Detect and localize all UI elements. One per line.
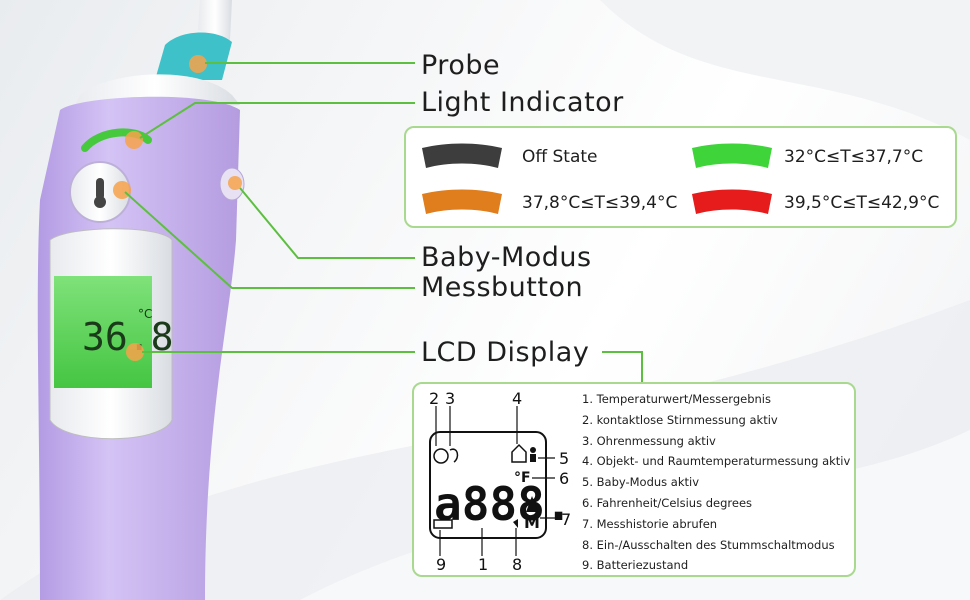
unit-glyph: °F [514, 470, 531, 486]
lcd-function-list: 1. Temperaturwert/Messergebnis 2. kontak… [582, 389, 850, 576]
list-item: 4. Objekt- und Raumtemperaturmessung akt… [582, 454, 851, 469]
list-item: 8. Ein-/Ausschalten des Stummschaltmodus [582, 537, 835, 552]
baby-dot [228, 176, 242, 190]
light-dot [125, 131, 143, 149]
lcd-display-label: LCD Display [421, 337, 590, 368]
off-state-icon [422, 143, 502, 168]
callout-number-9: 9 [436, 555, 447, 574]
list-item: 3. Ohrenmessung aktiv [582, 433, 716, 448]
light-legend: Off State 32°C≤T≤37,7°C 37,8°C≤T≤39,4°C … [404, 126, 957, 228]
list-item: 1. Temperaturwert/Messergebnis [582, 392, 771, 406]
baby-modus-label: Baby-Modus [421, 242, 592, 273]
list-item: 6. Fahrenheit/Celsius degrees [582, 495, 753, 510]
list-item: 7. Messhistorie abrufen [582, 516, 718, 531]
lcd-diagram-digits: a888. [434, 477, 572, 531]
home-icon [511, 443, 527, 463]
baby-icon [530, 447, 536, 453]
probe-tip [198, 0, 232, 40]
probe-label: Probe [421, 50, 501, 81]
callout-number-1: 1 [478, 555, 489, 574]
callout-number-8: 8 [512, 555, 523, 574]
memory-glyph: M [524, 513, 540, 532]
callout-number-3: 3 [445, 389, 456, 408]
legend-item-red: 39,5°C≤T≤42,9°C [688, 188, 939, 218]
list-item: 2. kontaktlose Stirnmessung aktiv [582, 412, 778, 427]
speaker-icon [513, 519, 518, 528]
light-indicator-label: Light Indicator [421, 87, 624, 118]
probe-dot [189, 55, 207, 73]
green-light-icon [692, 143, 772, 168]
legend-item-orange: 37,8°C≤T≤39,4°C [418, 188, 677, 218]
light-indicator [81, 128, 152, 152]
svg-text:°C: °C [138, 307, 152, 321]
callout-number-5: 5 [559, 449, 570, 468]
callout-number-6: 6 [559, 469, 570, 488]
messbutton-label: Messbutton [421, 272, 584, 303]
lcd-diagram-box [412, 382, 856, 577]
lcd-diagram: a888. °F M [429, 406, 572, 556]
legend-item-off: Off State [418, 142, 598, 172]
lcd-frame [429, 431, 547, 539]
thermometer-device: 36.8 °C [37, 0, 245, 600]
callout-number-7: 7 [561, 510, 572, 529]
device-lcd-screen [54, 276, 152, 388]
red-light-icon [692, 189, 772, 214]
callout-number-4: 4 [512, 389, 523, 408]
callout-number-2: 2 [429, 389, 440, 408]
list-item: 5. Baby-Modus aktiv [582, 475, 700, 490]
battery-icon [433, 519, 453, 529]
lcd-dot [126, 343, 144, 361]
orange-light-icon [422, 189, 502, 214]
legend-item-green: 32°C≤T≤37,7°C [688, 142, 923, 172]
list-item: 9. Batteriezustand [582, 558, 689, 573]
ear-icon [449, 448, 459, 463]
forehead-icon [433, 448, 449, 464]
memory-tower-icon [526, 496, 538, 512]
